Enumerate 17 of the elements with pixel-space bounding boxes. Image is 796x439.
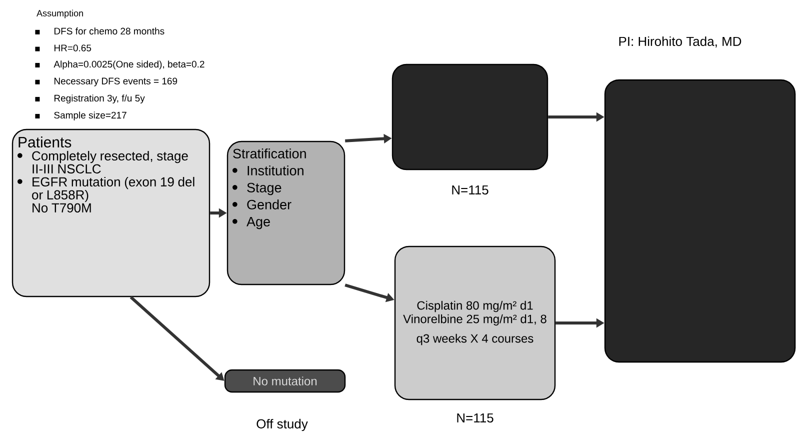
bullet-item: Sample size=217 [35, 112, 126, 120]
excluded-box: No mutation [224, 369, 346, 393]
stratification-box: Stratification Institution Stage Gender Age [226, 140, 346, 286]
investigator-label: PI: Hirohito Tada, MD [619, 36, 742, 48]
treatment-box [392, 64, 548, 170]
count-label: N=115 [457, 413, 494, 423]
count-label: N=115 [452, 185, 488, 195]
list-heading: Assumption [36, 10, 83, 18]
bullet-item: Registration 3y, f/u 5y [35, 94, 145, 104]
arm-box: Cisplatin 80 mg/m² d1 Vinorelbine 25 mg/m² d1, 8 q3 weeks X 4 courses [394, 246, 556, 400]
count-label: Off study [256, 418, 308, 432]
bullet-item: Alpha=0.0025(One sided), beta=0.2 [35, 60, 204, 70]
bullet-item: Necessary DFS events = 169 [35, 78, 178, 86]
bullet-item: DFS for chemo 28 months [35, 28, 164, 34]
treatment-box [604, 79, 796, 363]
bullet-item: HR=0.65 [35, 44, 92, 52]
patients-box: Patients Completely resected, stage II-III NSCLC EGFR mutation (exon 19 del or L858R) No T790M [12, 128, 210, 298]
